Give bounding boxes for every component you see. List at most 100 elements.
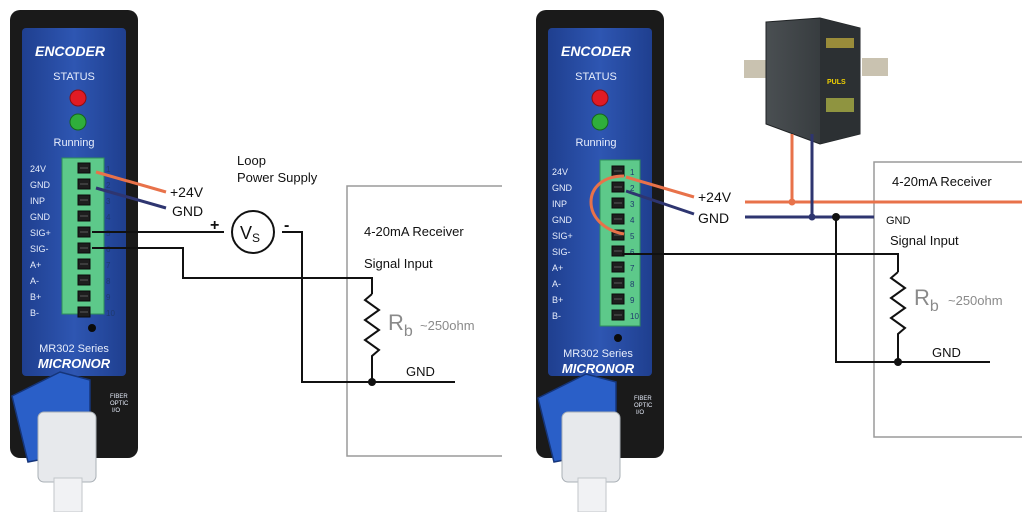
v24-label: +24V [170,184,204,200]
pin-number: 8 [106,277,111,286]
pin-label: A+ [552,263,563,273]
right-encoder-device: ENCODER STATUS Running 24V GND INP GND S… [536,10,664,512]
receiver-gnd-label: GND [886,215,911,227]
pin-number: 3 [630,200,635,209]
pin-label: 24V [30,164,46,174]
psu-brand: PULS [827,79,846,86]
receiver-label: 4-20mA Receiver [892,174,992,189]
status-label: STATUS [575,71,617,83]
running-led-green [69,113,87,131]
pin-label: 24V [552,167,568,177]
signal-input-label: Signal Input [890,233,959,248]
pin-labels: 24V GND INP GND SIG+ SIG- A+ A- B+ B- [30,164,51,318]
pin-number: 4 [106,213,111,222]
pin-label: INP [30,196,45,206]
pin-label: B- [552,311,561,321]
pin-label: A+ [30,260,41,270]
psu-label-plate [826,98,854,112]
wire-return-ground [282,231,455,383]
wire-24v [95,170,167,194]
encoder-title: ENCODER [35,43,106,59]
status-label: STATUS [53,71,95,83]
left-receiver-box [346,185,502,457]
fiber-plug [37,411,97,483]
fiber-cable [577,477,607,512]
burden-resistor [889,271,907,362]
pin-number: 2 [630,184,635,193]
running-label: Running [576,137,617,149]
fiber-label: FIBER [110,394,128,400]
pin-number: 3 [106,197,111,206]
left-panel: ENCODER STATUS Running 24V GND INP GND S… [10,10,502,512]
pin-number: 5 [106,229,111,238]
fiber-label: I/O [636,410,644,416]
vs-minus: - [284,217,289,234]
mounting-hole [614,334,622,342]
pin-label: SIG- [30,244,49,254]
right-receiver-box [873,161,1022,438]
pin-number: 10 [630,312,639,321]
psu-terminal [826,38,854,48]
din-rail-right [862,58,888,76]
pin-number: 8 [630,280,635,289]
running-led-green [591,113,609,131]
running-label: Running [54,137,95,149]
series-label: MR302 Series [39,343,109,355]
pin-number: 6 [106,245,111,254]
pin-label: SIG+ [30,228,51,238]
rb-value: ~250ohm [420,318,475,333]
rb-value: ~250ohm [948,293,1003,308]
receiver-label: 4-20mA Receiver [364,224,464,239]
wire-sig-minus [622,253,899,272]
vs-symbol: VS [240,223,260,245]
signal-input-label: Signal Input [364,256,433,271]
fiber-label: OPTIC [110,401,129,407]
fiber-cable [53,477,83,512]
pin-label: B+ [30,292,41,302]
pin-number: 2 [106,181,111,190]
wire-24v [625,175,695,199]
pin-label: GND [30,180,51,190]
pin-number: 9 [630,296,635,305]
vs-plus: + [210,217,219,234]
pin-number: 5 [630,232,635,241]
junction-dot [894,358,902,366]
fiber-plug [561,411,621,483]
voltage-source [231,210,275,254]
pin-label: SIG+ [552,231,573,241]
pin-numbers: 1 2 3 4 5 6 7 8 9 10 [106,165,115,318]
psu-front [820,18,860,144]
puls-power-supply: PULS [744,17,888,145]
pin-number: 6 [630,248,635,257]
ground-label: GND [932,345,961,360]
junction-gnd [808,213,816,221]
junction-dot [832,213,840,221]
encoder-title: ENCODER [561,43,632,59]
pin-label: A- [552,279,561,289]
pin-number: 10 [106,309,115,318]
pin-numbers: 1 2 3 4 5 6 7 8 9 10 [630,168,639,321]
brand-label: MICRONOR [38,356,111,371]
brand-label: MICRONOR [562,361,635,376]
ground-label: GND [406,364,435,379]
fiber-label: FIBER [634,396,652,402]
burden-resistor [363,293,381,382]
pin-number: 9 [106,293,111,302]
mounting-hole [88,324,96,332]
gnd-label: GND [698,210,729,226]
junction-24v [788,198,796,206]
terminal-screws [77,162,91,318]
wire-ground-return [835,217,990,363]
pin-number: 7 [630,264,635,273]
pin-label: GND [552,215,573,225]
terminal-screws [611,165,625,321]
loop-label: Loop [237,153,266,168]
pin-label: SIG- [552,247,571,257]
v24-label: +24V [698,189,732,205]
series-label: MR302 Series [563,348,633,360]
jumper-wire [589,174,625,236]
pin-number: 1 [630,168,635,177]
wire-sig-minus [92,247,373,294]
pin-number: 4 [630,216,635,225]
